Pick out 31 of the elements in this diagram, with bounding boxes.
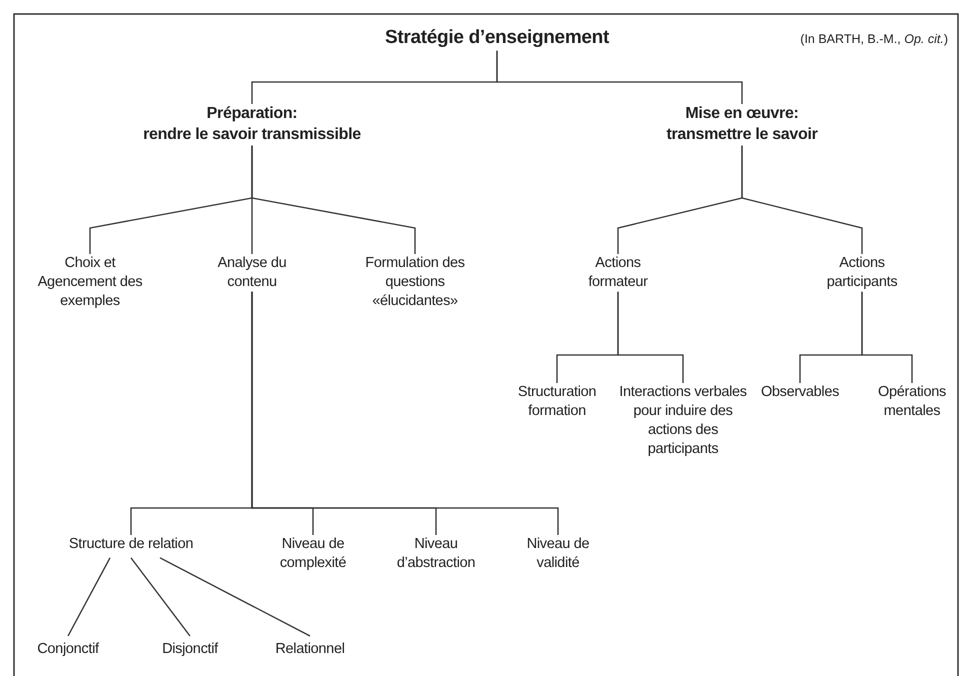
tree-connector [251, 146, 416, 254]
tree-connector [130, 557, 191, 636]
tree-connector [67, 558, 111, 636]
tree-item-text: Analyse du contenu [216, 254, 288, 292]
tree-item-text: Disjonctif [161, 640, 220, 659]
tree-item-text: Niveau d’abstraction [396, 535, 476, 573]
tree-connector [861, 292, 913, 383]
tree-item-text: Conjonctif [36, 640, 100, 659]
tree-item-text: Opérations mentales [877, 383, 947, 421]
tree-connector [741, 146, 863, 254]
tree-item-text: Niveau de complexité [278, 535, 348, 573]
tree-item-text: Actions formateur [587, 254, 649, 292]
tree-item-text: Structure de relation [68, 535, 194, 554]
tree-root-heading: Stratégie d’enseignement [384, 26, 610, 50]
tree-item-text: Interactions verbales pour induire des actions des participants [619, 383, 747, 458]
tree-connector [496, 50, 743, 104]
source-note: (In BARTH, B.-M., Op. cit.) [800, 32, 948, 46]
tree-item-text: Observables [760, 383, 840, 402]
tree-connector [617, 292, 684, 383]
tree-connector [251, 292, 559, 535]
tree-item-text: Actions participants [826, 254, 898, 292]
tree-item-text: Structuration formation [516, 383, 598, 421]
branch-heading: Mise en œuvre: [684, 104, 800, 124]
tree-connector [160, 557, 310, 637]
branch-heading: rendre le savoir transmissible [142, 124, 362, 145]
tree-item-text: Niveau de validité [526, 535, 590, 573]
tree-item-text: Relationnel [274, 640, 346, 659]
tree-item-text: Formulation des questions «élucidantes» [364, 254, 466, 311]
branch-heading: Préparation: [206, 104, 298, 124]
tree-item-text: Choix et Agencement des exemples [36, 254, 144, 311]
branch-heading: transmettre le savoir [665, 124, 819, 145]
